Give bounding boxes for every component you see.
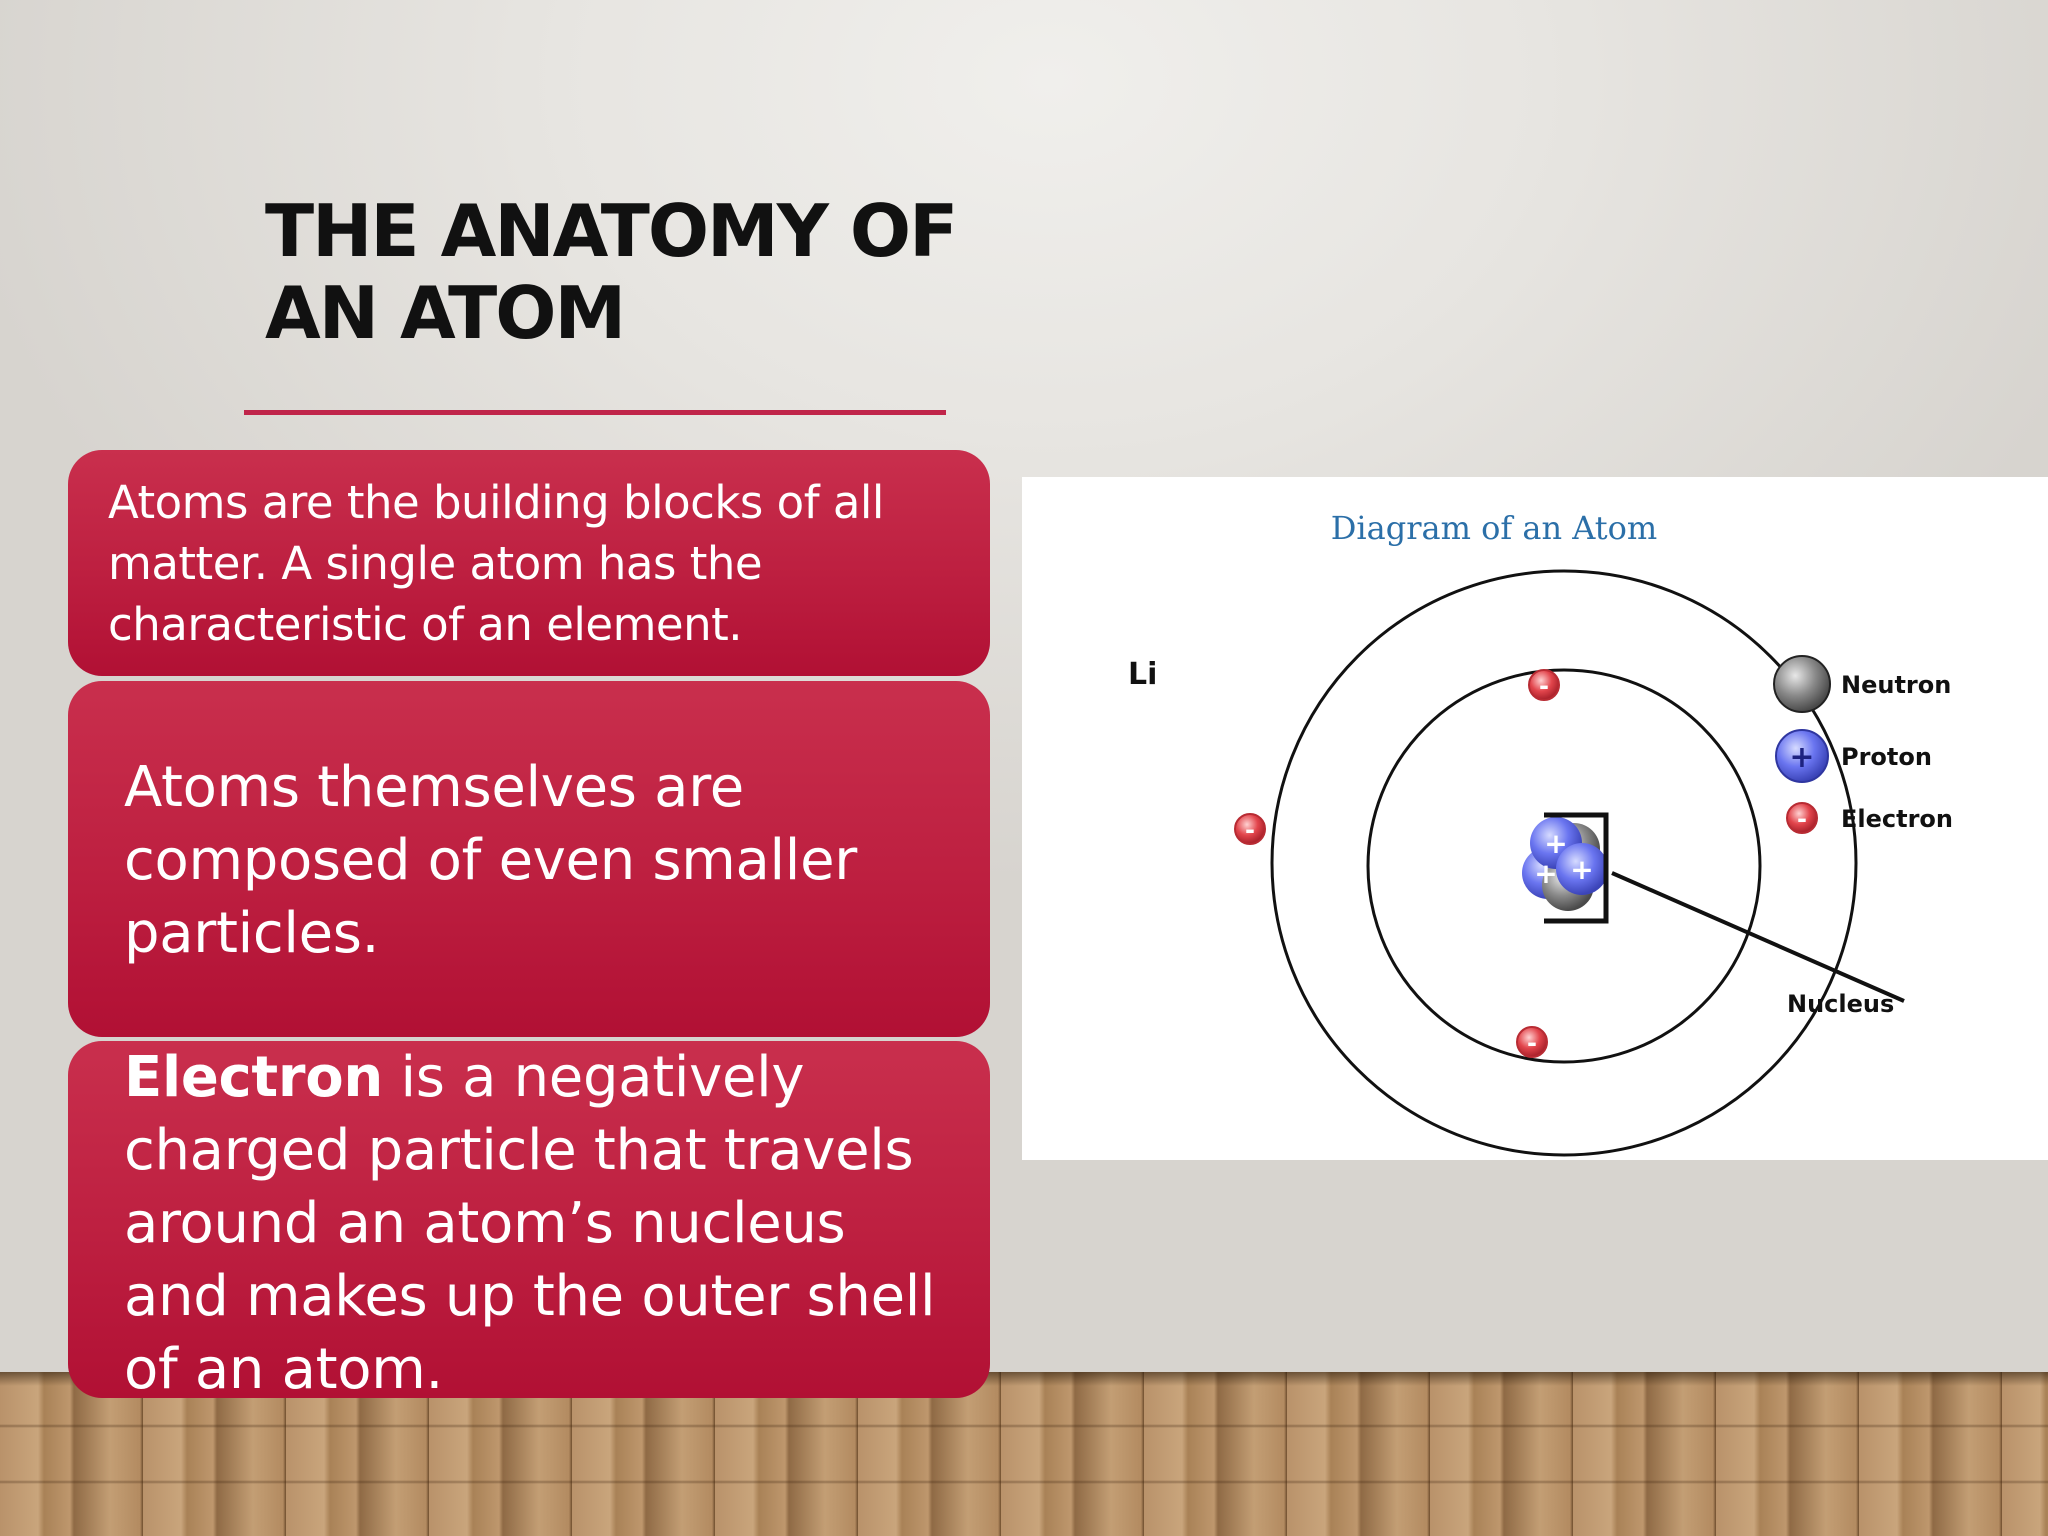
proton-sign: + [1544,827,1567,860]
proton-particle [1556,843,1608,895]
svg-text:-: - [1539,672,1549,700]
svg-text:-: - [1245,816,1255,844]
nucleus: + + + [1522,817,1608,911]
diagram-title: Diagram of an Atom [1331,509,1658,547]
slide-title: THE ANATOMY OF AN ATOM [265,189,958,355]
svg-text:-: - [1527,1029,1537,1057]
legend-neutron-label: Neutron [1841,671,1951,699]
electron-icon [1786,802,1818,834]
nucleus-label: Nucleus [1787,990,1894,1018]
legend-proton-label: Proton [1841,743,1932,771]
proton-icon [1775,729,1829,783]
legend-electron-label: Electron [1841,805,1953,833]
electron-term: Electron [124,1045,383,1110]
electron-left: - [1234,813,1266,845]
atom-diagram-panel: Diagram of an Atom Li + + + Nucleus - - [1022,477,2048,1160]
info-card-smaller-particles: Atoms themselves are composed of even sm… [68,681,990,1037]
info-card-text: Atoms themselves are composed of even sm… [124,755,857,966]
nucleus-bracket [1544,812,1609,924]
electron-bottom: - [1516,1026,1548,1058]
info-card-electron: Electron is a negatively charged particl… [68,1041,990,1402]
outer-orbit [1270,569,1858,1157]
svg-text:+: + [1789,740,1814,775]
proton-sign: + [1570,853,1593,886]
info-card-text: Electron is a negatively charged particl… [124,1041,960,1406]
atom-diagram: Diagram of an Atom Li + + + Nucleus - - [1128,509,1953,1157]
wood-floor [0,1372,2048,1536]
inner-orbit [1366,668,1762,1064]
svg-text:-: - [1797,805,1807,833]
electron-top: - [1528,669,1560,701]
element-label: Li [1128,657,1157,692]
neutron-icon [1773,655,1831,713]
title-underline [244,410,946,415]
info-card-text: Atoms are the building blocks of all mat… [108,476,884,651]
electron-definition: is a negatively charged particle that tr… [124,1045,936,1402]
info-card-building-blocks: Atoms are the building blocks of all mat… [68,450,990,676]
diagram-legend: Neutron + Proton - Electron [1773,655,1953,834]
proton-sign: + [1534,857,1557,890]
nucleus-pointer-line [1611,871,1905,1003]
